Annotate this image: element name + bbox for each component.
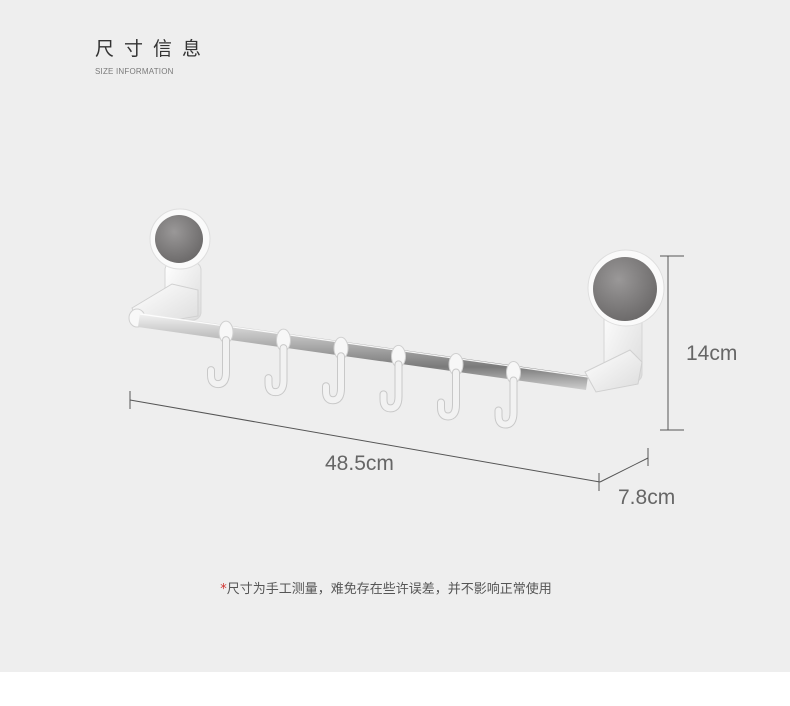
right-suction-cup	[584, 249, 665, 393]
left-suction-cup	[128, 208, 211, 328]
depth-label: 7.8cm	[618, 486, 676, 509]
hook	[264, 328, 291, 397]
towel-rack-illustration	[128, 208, 684, 491]
product-dimension-panel: 尺寸信息 SIZE INFORMATION	[0, 0, 790, 672]
hook	[437, 352, 464, 421]
hook	[207, 320, 234, 389]
height-label: 14cm	[686, 342, 738, 365]
disclaimer-text: 尺寸为手工测量，难免存在些许误差，并不影响正常使用	[226, 582, 552, 597]
length-label: 48.5cm	[325, 452, 394, 475]
hook-group	[207, 320, 521, 429]
hook	[379, 344, 406, 413]
hook	[322, 336, 349, 405]
depth-dimension-line	[599, 457, 649, 483]
steel-bar	[138, 313, 589, 390]
hook	[494, 361, 521, 429]
section-subtitle: SIZE INFORMATION	[95, 67, 174, 76]
measurement-disclaimer: *尺寸为手工测量，难免存在些许误差，并不影响正常使用	[0, 578, 772, 597]
length-dimension-line	[129, 399, 601, 483]
asterisk-marker: *	[220, 582, 227, 597]
dimension-lines	[129, 255, 684, 491]
section-title: 尺寸信息	[95, 38, 212, 60]
